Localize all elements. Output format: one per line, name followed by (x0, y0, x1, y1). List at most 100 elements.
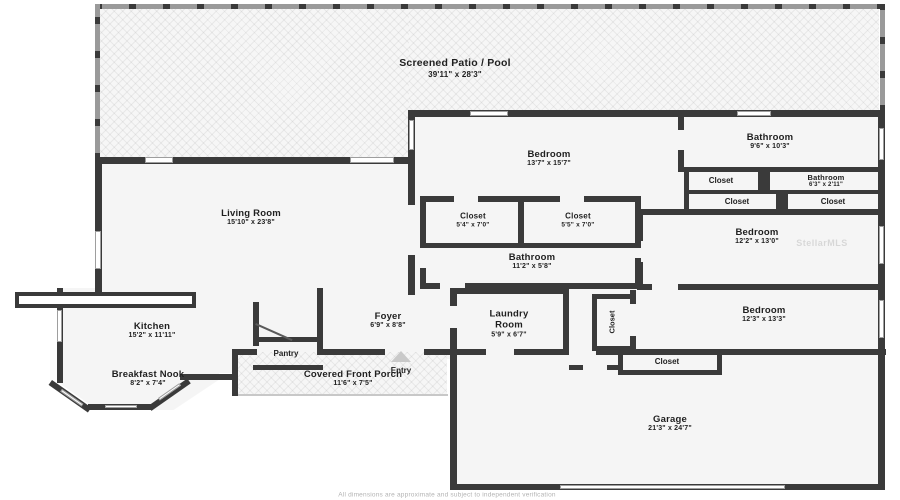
room-label-screened-patio: Screened Patio / Pool 39'11" x 28'3" (399, 57, 511, 79)
wall (678, 167, 885, 172)
wall (95, 157, 102, 297)
wall (253, 365, 323, 370)
room-label-closet-a: Closet (708, 176, 734, 186)
mls-watermark: StellarMLS (796, 238, 848, 248)
wall (637, 284, 652, 290)
room-name: Living Room (221, 208, 281, 220)
room-dims: 5'4" x 7'0" (456, 220, 490, 228)
room-label-closet-b: Closet (724, 197, 750, 207)
wall (420, 243, 641, 248)
wall (180, 374, 238, 380)
wall (630, 290, 636, 304)
wall (465, 283, 641, 289)
room-dims: 6'3" x 2'11" (809, 181, 843, 188)
room-name: Bathroom (508, 252, 556, 264)
room-label-bedroom-top: Bedroom 13'7" x 15'7" (527, 149, 571, 169)
room-name: Kitchen (133, 321, 171, 333)
room-label-bathroom-top: Bathroom 9'6" x 10'3" (747, 132, 793, 152)
room-label-closet-hall: Closet (654, 357, 680, 367)
wall (450, 349, 457, 490)
patio-area (99, 9, 409, 158)
room-name: Bedroom (742, 305, 786, 317)
window (737, 111, 771, 116)
screen-wall (880, 4, 885, 112)
bay-window (105, 405, 137, 408)
wall (717, 352, 722, 373)
room-dims: 13'7" x 15'7" (527, 160, 571, 168)
room-dims: 8'2" x 7'4" (130, 380, 166, 388)
room-dims: 39'11" x 28'3" (428, 69, 482, 79)
room-label-laundry: Laundry Room 5'9" x 6'7" (479, 308, 539, 339)
wall (424, 349, 450, 355)
room-dims: 9'6" x 10'3" (750, 143, 790, 151)
room-name: Garage (653, 414, 687, 426)
window (470, 111, 508, 116)
wall (678, 110, 684, 130)
wall (592, 294, 597, 351)
room-label-pantry: Pantry (273, 349, 299, 359)
wall (678, 284, 885, 290)
wall (518, 196, 524, 248)
wall (635, 196, 641, 244)
room-name: Screened Patio / Pool (399, 56, 511, 69)
wall (592, 294, 632, 299)
wall (630, 336, 636, 352)
room-dims: 6'9" x 8'8" (370, 322, 406, 330)
porch-edge-line (235, 394, 448, 396)
room-label-foyer: Foyer 6'9" x 8'8" (370, 311, 406, 331)
window (879, 300, 884, 338)
wall (420, 283, 440, 289)
garage-area (450, 355, 885, 489)
room-name: Closet (565, 211, 591, 221)
wall (232, 349, 238, 396)
room-label-living-room: Living Room 15'10" x 23'8" (221, 208, 281, 228)
disclaimer-text: All dimensions are approximate and subje… (338, 491, 556, 499)
wall (618, 352, 623, 373)
room-label-garage: Garage 21'3" x 24'7" (648, 414, 692, 434)
room-dims: 15'10" x 23'8" (227, 219, 275, 227)
room-dims: 5'9" x 6'7" (491, 331, 527, 339)
room-name: Bathroom (807, 172, 845, 182)
room-label-porch: Covered Front Porch 11'6" x 7'5" (304, 369, 402, 389)
room-label-closet-hall-v: Closet (607, 310, 617, 334)
wall (592, 346, 632, 351)
wall (450, 288, 569, 294)
window (879, 128, 884, 160)
entry-arrow-icon (391, 351, 411, 362)
room-label-bathroom-mid: Bathroom 11'2" x 5'8" (509, 252, 555, 272)
wall (678, 150, 684, 172)
wall (95, 157, 415, 164)
room-label-kitchen: Kitchen 15'2" x 11'11" (128, 321, 175, 341)
wall (450, 288, 457, 306)
window (409, 120, 414, 150)
room-name: Covered Front Porch (303, 369, 403, 381)
room-dims: 21'3" x 24'7" (648, 425, 692, 433)
wall (637, 209, 885, 215)
room-dims: 12'3" x 13'3" (742, 316, 786, 324)
room-label-bedroom-right1: Bedroom 12'2" x 13'0" (735, 227, 779, 247)
room-name: Laundry Room (489, 308, 529, 331)
room-label-bedroom-right2: Bedroom 12'3" x 13'3" (742, 305, 786, 325)
room-dims: 15'2" x 11'11" (128, 332, 176, 340)
wall (450, 328, 457, 355)
room-dims: 11'2" x 5'8" (512, 263, 552, 271)
wall (420, 268, 426, 288)
wall (232, 349, 257, 355)
wall (317, 349, 385, 355)
wall (563, 288, 569, 355)
garage-door (560, 485, 785, 489)
wall (317, 288, 323, 355)
window (350, 157, 394, 163)
room-label-bathroom-small: Bathroom 6'3" x 2'11" (807, 173, 844, 189)
room-dims: 12'2" x 13'0" (735, 238, 779, 246)
wall (776, 192, 788, 210)
wall (569, 365, 583, 370)
screen-wall (95, 4, 885, 9)
room-label-breakfast-nook: Breakfast Nook 8'2" x 7'4" (112, 369, 185, 389)
screen-wall (95, 4, 100, 160)
wall (514, 349, 569, 355)
room-name: Bathroom (746, 132, 794, 144)
room-name: Breakfast Nook (111, 369, 185, 381)
wall (584, 196, 641, 202)
